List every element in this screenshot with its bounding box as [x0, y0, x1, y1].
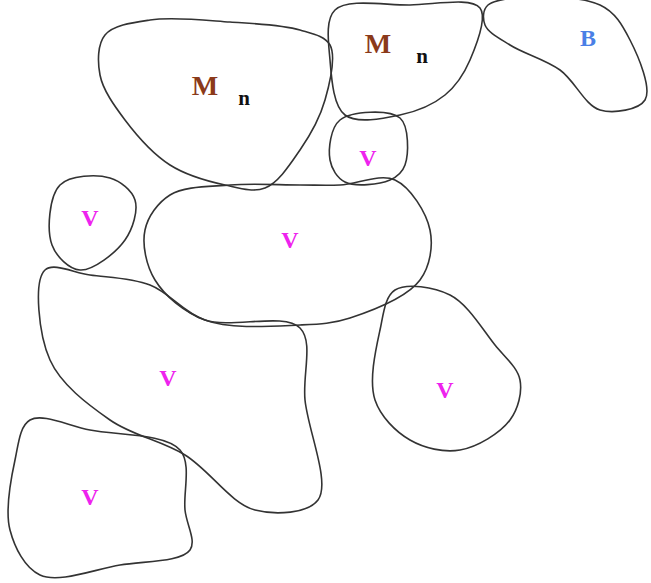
region-outline — [98, 19, 332, 190]
region-outline-svg — [375, 290, 520, 450]
region-outline — [8, 418, 192, 578]
region-outline — [328, 2, 482, 120]
region-label: M — [192, 72, 218, 100]
region: V — [45, 270, 318, 510]
region-label: n — [416, 46, 428, 67]
region: Mn — [100, 20, 330, 188]
region: Mn — [330, 5, 480, 115]
region-label: V — [359, 146, 376, 170]
region-outline — [49, 176, 136, 270]
region-outline — [483, 0, 646, 111]
region-outline — [144, 178, 431, 327]
region-outline-svg — [485, 5, 645, 110]
region-label: n — [238, 88, 250, 109]
region-outline-svg — [330, 5, 480, 115]
region-label: V — [281, 228, 298, 252]
region: V — [375, 290, 520, 450]
region-label: M — [365, 30, 391, 58]
region-label: V — [159, 366, 176, 390]
region: V — [330, 118, 405, 182]
region-outline-svg — [10, 420, 190, 575]
region-outline-svg — [45, 270, 318, 510]
region: V — [10, 420, 190, 575]
region-label: V — [436, 378, 453, 402]
region: B — [485, 5, 645, 110]
region-outline-svg — [145, 180, 430, 325]
region-outline-svg — [100, 20, 330, 188]
region: V — [52, 178, 135, 270]
region-outline — [372, 286, 520, 451]
region-label: B — [580, 26, 596, 50]
region: V — [145, 180, 430, 325]
region-outline — [38, 267, 321, 513]
region-label: V — [81, 206, 98, 230]
region-outline — [329, 112, 407, 185]
region-label: V — [81, 485, 98, 509]
